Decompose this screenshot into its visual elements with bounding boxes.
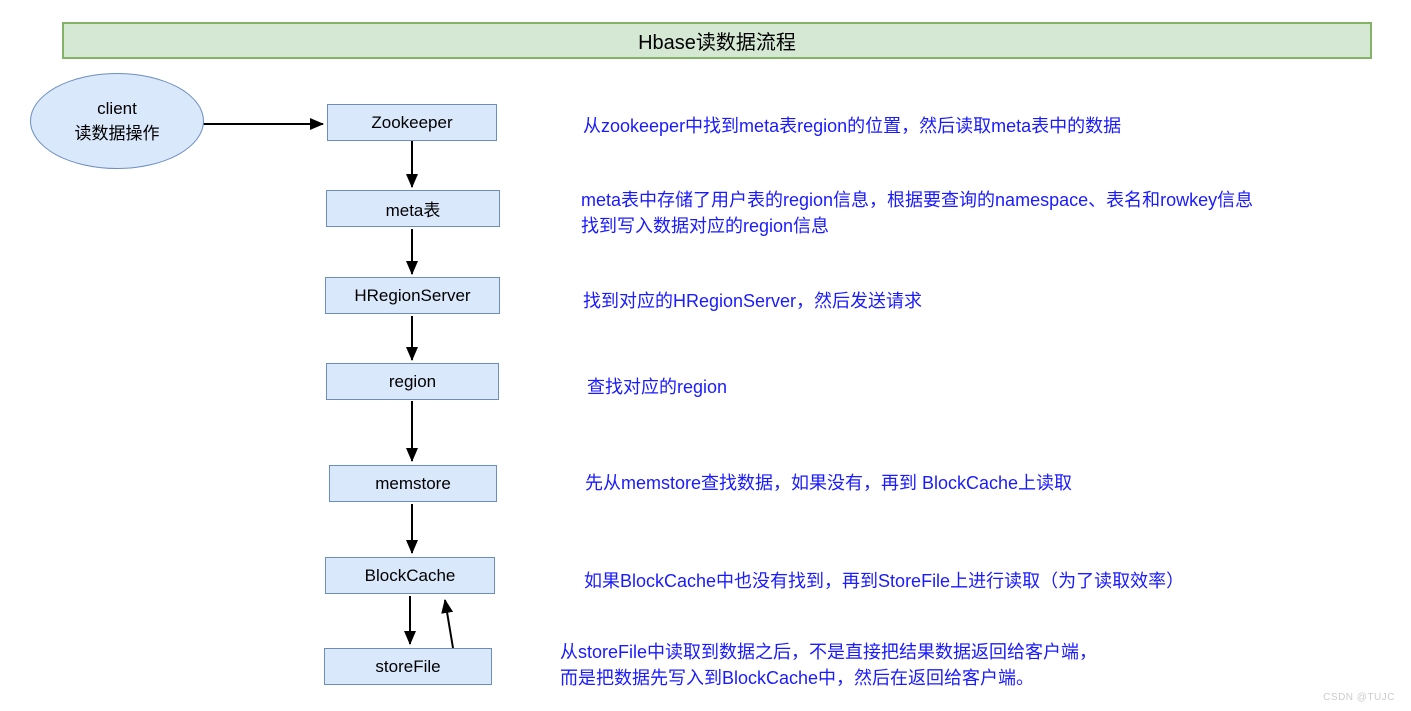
csdn-watermark: CSDN @TUJC — [1323, 692, 1395, 703]
node-storefile: storeFile — [324, 648, 492, 685]
node-zookeeper: Zookeeper — [327, 104, 497, 141]
note-blockcache: 如果BlockCache中也没有找到，再到StoreFile上进行读取（为了读取… — [584, 571, 1185, 591]
node-memstore: memstore — [329, 465, 497, 502]
node-meta-table: meta表 — [326, 190, 500, 227]
note-region: 查找对应的region — [587, 377, 728, 397]
node-region: region — [326, 363, 499, 400]
node-blockcache: BlockCache — [325, 557, 495, 594]
note-zookeeper: 从zookeeper中找到meta表region的位置，然后读取meta表中的数… — [583, 116, 1122, 136]
note-meta-table: meta表中存储了用户表的region信息，根据要查询的namespace、表名… — [581, 190, 1254, 236]
node-hregionserver: HRegionServer — [325, 277, 500, 314]
arrow-storefile-to-blockcache — [441, 599, 454, 649]
diagram-title: Hbase读数据流程 — [62, 22, 1372, 59]
client-node: client 读数据操作 — [30, 73, 204, 169]
note-hregionserver: 找到对应的HRegionServer，然后发送请求 — [583, 291, 923, 311]
note-storefile: 从storeFile中读取到数据之后，不是直接把结果数据返回给客户端， 而是把数… — [560, 642, 1098, 688]
note-memstore: 先从memstore查找数据，如果没有，再到 BlockCache上读取 — [585, 473, 1073, 493]
